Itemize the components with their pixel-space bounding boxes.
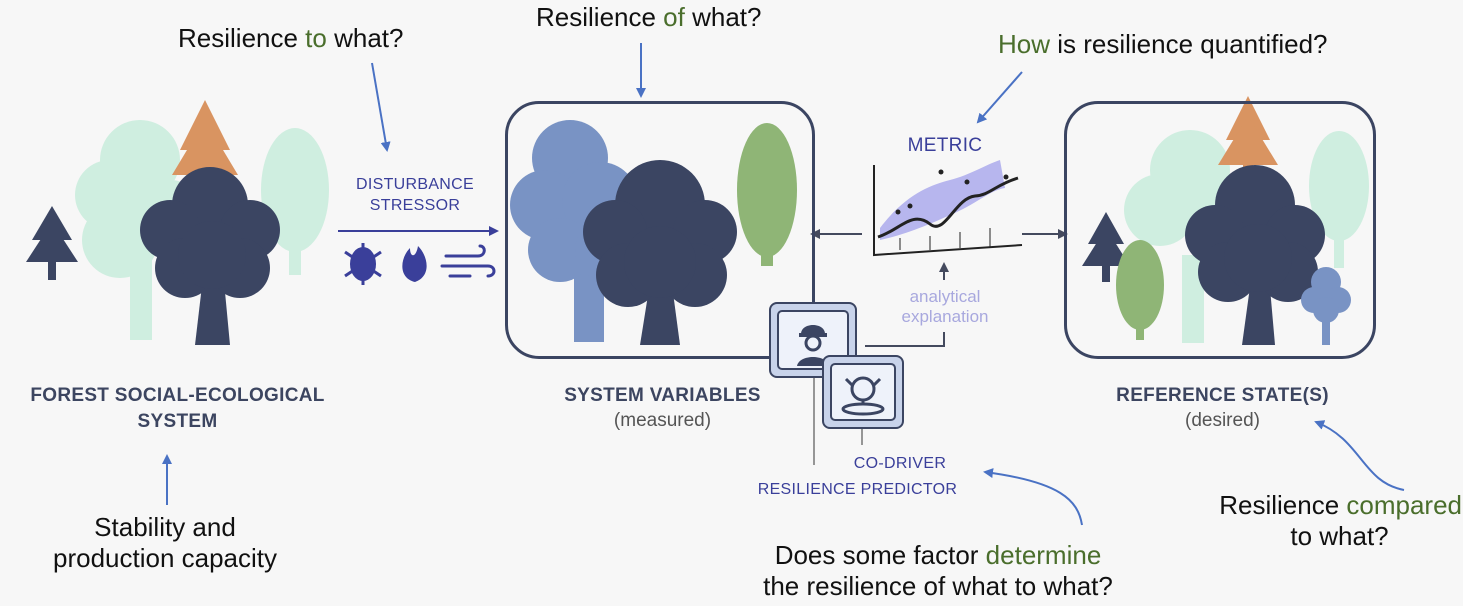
bug-icon [344, 243, 382, 285]
stability-text: Stability and production capacity [52, 512, 278, 573]
co-driver-label: CO-DRIVER [853, 455, 947, 472]
reference-state-box [1064, 101, 1376, 359]
system-trees [510, 120, 797, 345]
system-variables-box [505, 101, 815, 359]
fire-icon [402, 246, 427, 282]
question-determine: Does some factor determine the resilienc… [763, 540, 1113, 601]
co-driver-badge [822, 355, 904, 429]
wind-icon [440, 244, 496, 278]
reference-trees [1082, 96, 1369, 345]
question-compared: Resilience compared to what? [1219, 490, 1462, 551]
question-resilience-of: Resilience of what? [536, 2, 762, 32]
question-how-quantified: How is resilience quantified? [998, 29, 1328, 59]
forest-caption: FOREST SOCIAL-ECOLOGICAL SYSTEM [30, 385, 325, 432]
worker-icon [797, 325, 829, 366]
analytical-explanation-label: analytical explanation [901, 287, 989, 326]
system-variables-caption: SYSTEM VARIABLES [564, 385, 761, 406]
disturbance-label: DISTURBANCE STRESSOR [356, 176, 474, 214]
metric-plot [873, 160, 1023, 257]
fortune-teller-icon [841, 376, 885, 416]
metric-label: METRIC [907, 135, 983, 156]
question-resilience-to: Resilience to what? [178, 23, 404, 53]
reference-state-caption: REFERENCE STATE(S) [1116, 385, 1329, 406]
resilience-predictor-label: RESILIENCE PREDICTOR [757, 481, 958, 498]
measured-caption: (measured) [613, 410, 712, 431]
forest-illustration [26, 100, 329, 345]
desired-caption: (desired) [1185, 410, 1260, 431]
